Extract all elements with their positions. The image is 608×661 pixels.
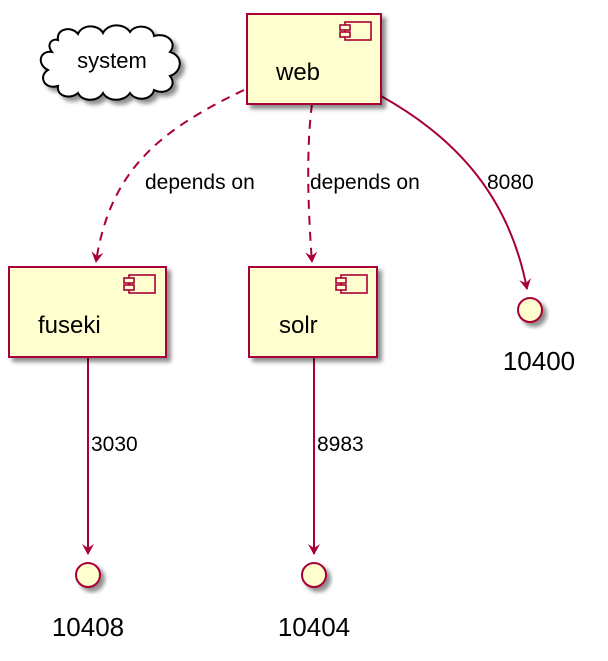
edge-web-solr-label: depends on [310,171,420,194]
edge-web-10400: 8080 [380,95,534,290]
component-icon [123,274,156,294]
interface-10404: 10404 [278,562,350,642]
system-cloud: system [39,24,181,101]
interface-10408: 10408 [52,562,124,642]
edge-web-10400-label: 8080 [487,171,534,194]
component-icon [339,21,372,41]
interface-10404-label: 10404 [278,612,350,642]
component-web-label: web [275,59,320,86]
edge-fuseki-10408: 3030 [82,357,138,555]
interface-10408-label: 10408 [52,612,124,642]
interface-10400: 10400 [503,297,575,376]
system-cloud-label: system [77,48,147,73]
component-icon [335,274,368,294]
component-fuseki-label: fuseki [38,312,101,339]
edge-web-solr: depends on [305,103,420,263]
edge-fuseki-10408-label: 3030 [91,433,138,456]
interface-10400-label: 10400 [503,346,575,376]
component-solr-label: solr [279,312,318,339]
component-solr: solr [248,266,378,358]
edge-solr-10404: 8983 [308,357,364,555]
component-fuseki: fuseki [8,266,167,358]
edge-web-fuseki: depends on [91,89,255,263]
component-web: web [246,13,382,105]
edge-solr-10404-label: 8983 [317,433,364,456]
edge-web-fuseki-label: depends on [145,171,255,194]
